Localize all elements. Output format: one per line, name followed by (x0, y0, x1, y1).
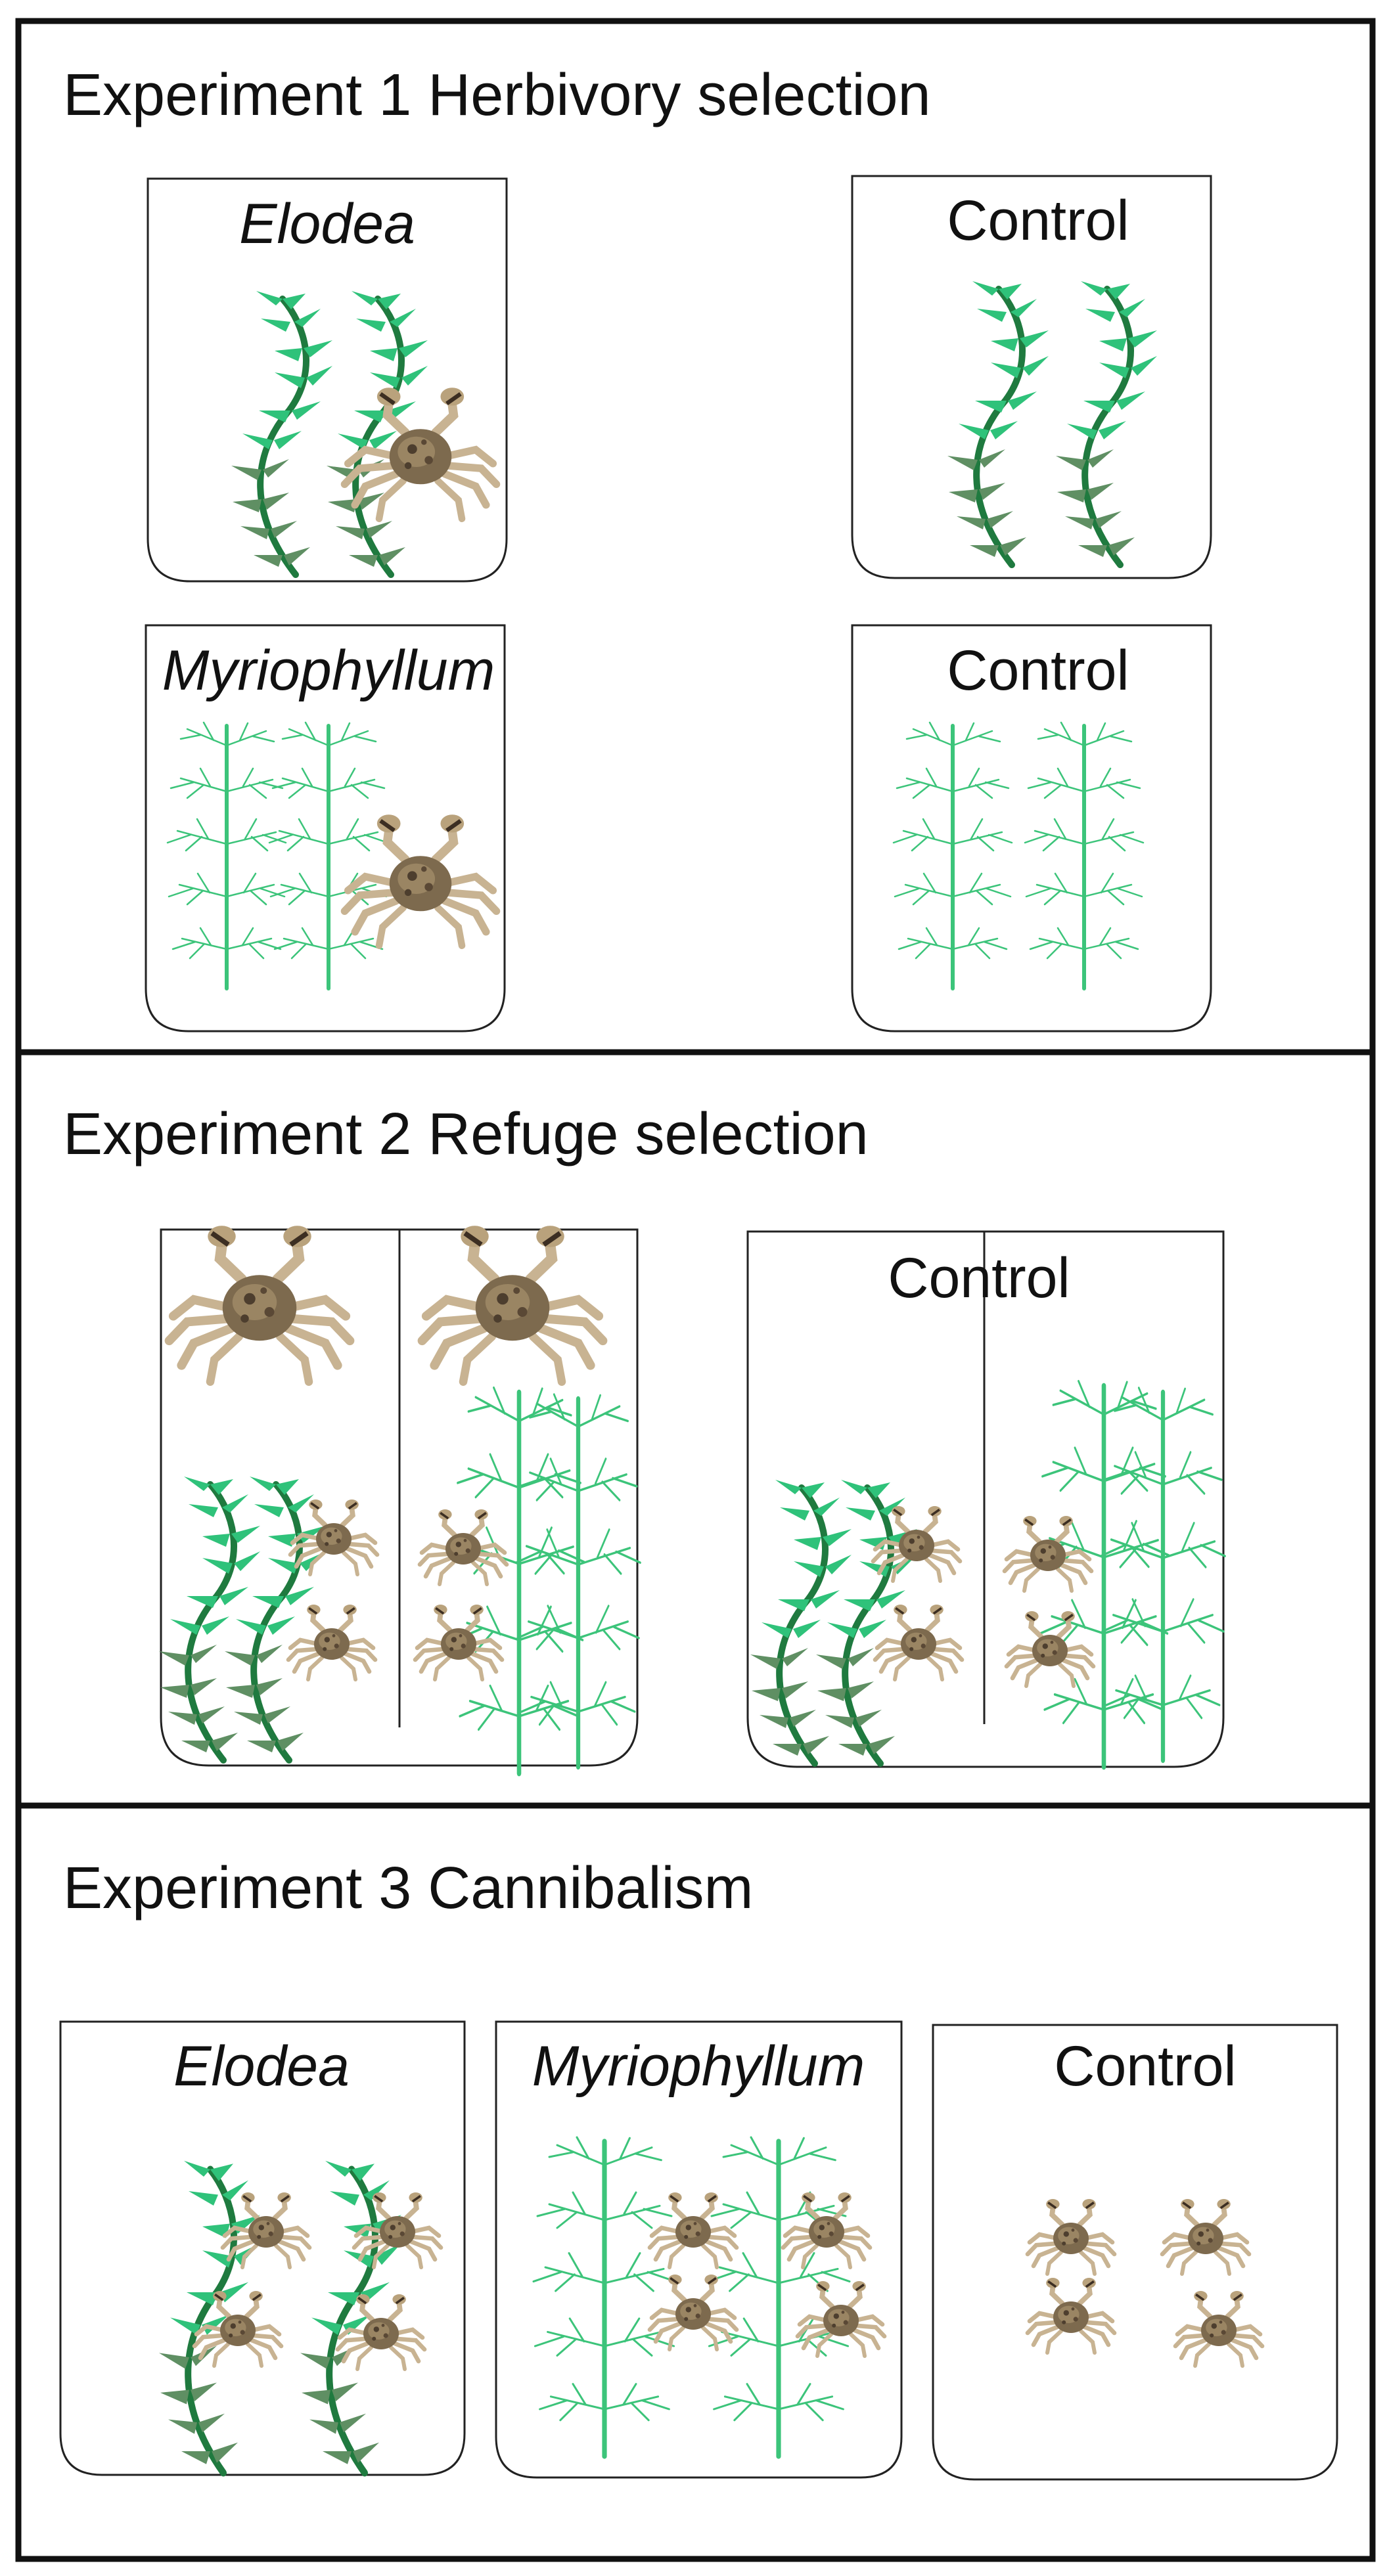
exp1-elodea-panel: Elodea (147, 177, 508, 583)
experiment-3-section: Experiment 3 Cannibalism Elodea Myriophy… (15, 1802, 1376, 2562)
exp3-control-panel: Control (932, 2024, 1338, 2481)
exp1-control-elodea-panel: Control (851, 175, 1212, 579)
exp1-control-label-1: Control (947, 189, 1129, 252)
exp2-treatment-panel (159, 1226, 641, 1773)
exp3-control-label: Control (1054, 2035, 1236, 2098)
exp1-control-label-2: Control (947, 639, 1129, 702)
exp1-control-myriophyllum-panel: Control (851, 624, 1212, 1033)
exp1-myriophyllum-panel: Myriophyllum (145, 624, 506, 1033)
exp3-myriophyllum-label: Myriophyllum (532, 2035, 865, 2098)
exp2-control-label: Control (888, 1247, 1070, 1310)
exp3-elodea-panel: Elodea (59, 2020, 466, 2475)
experiment-1-section: Experiment 1 Herbivory selection Elodea … (15, 18, 1376, 1055)
exp2-control-panel: Control (746, 1230, 1225, 1767)
experiment-2-section: Experiment 2 Refuge selection Control (15, 1049, 1376, 1809)
experiment-1-title: Experiment 1 Herbivory selection (63, 62, 931, 128)
exp1-elodea-label: Elodea (239, 192, 415, 255)
exp3-elodea-label: Elodea (173, 2035, 350, 2098)
experiment-3-title: Experiment 3 Cannibalism (63, 1855, 753, 1921)
exp3-myriophyllum-panel: Myriophyllum (495, 2020, 903, 2479)
experiment-2-title: Experiment 2 Refuge selection (63, 1101, 869, 1167)
exp1-myriophyllum-label: Myriophyllum (162, 639, 495, 702)
